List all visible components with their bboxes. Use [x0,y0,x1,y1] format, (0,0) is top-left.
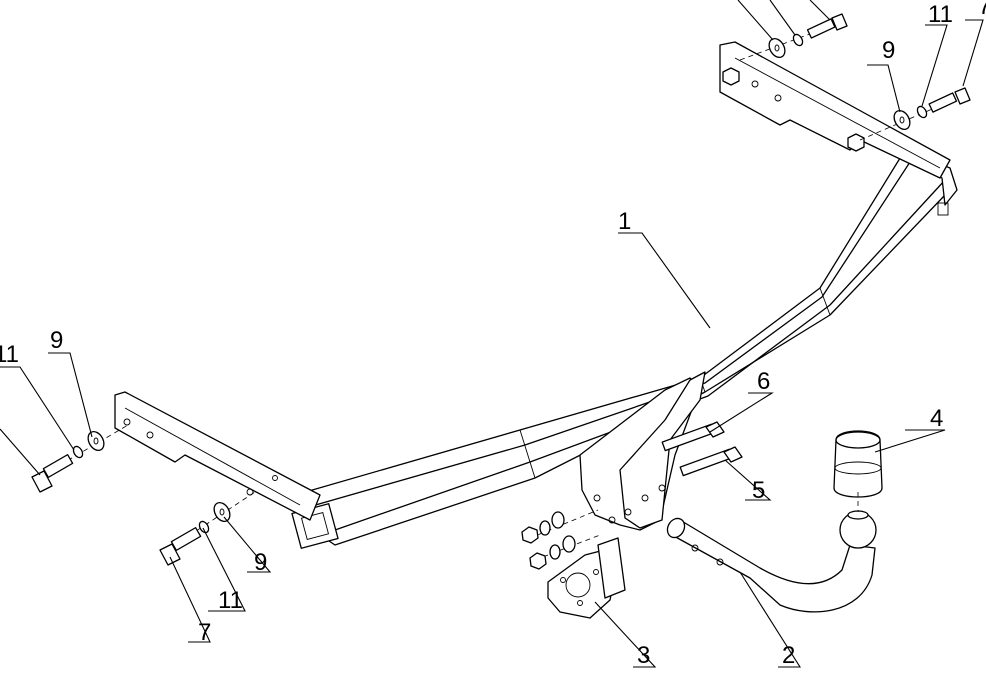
callout-2: 2 [782,642,795,669]
callout-9-left-lower: 9 [254,549,267,576]
ball-cap-part-4 [833,430,883,512]
callout-11-right: 11 [928,1,953,28]
callout-3: 3 [637,642,650,669]
crossbeam-part-1 [114,41,958,549]
left-upper-fasteners [31,424,129,493]
callout-9-right: 9 [882,37,895,64]
callout-11-left-upper: 11 [0,341,19,368]
callout-7-top: 7 [978,0,986,20]
bolts-parts-5-6 [661,421,743,477]
callout-9-left-upper: 9 [50,327,63,354]
callout-5: 5 [752,477,765,504]
callout-7-left: 7 [198,619,211,646]
callout-1: 1 [618,208,631,235]
socket-plate-part-3 [547,537,626,619]
left-lower-fasteners [159,491,256,566]
top-fasteners [739,13,848,61]
callout-11-left-lower: 11 [218,587,243,614]
callout-4: 4 [930,405,943,432]
ball-bar-part-2 [666,510,877,613]
right-fasteners [859,87,971,141]
nuts-and-washers [521,509,601,570]
callout-6: 6 [757,368,770,395]
